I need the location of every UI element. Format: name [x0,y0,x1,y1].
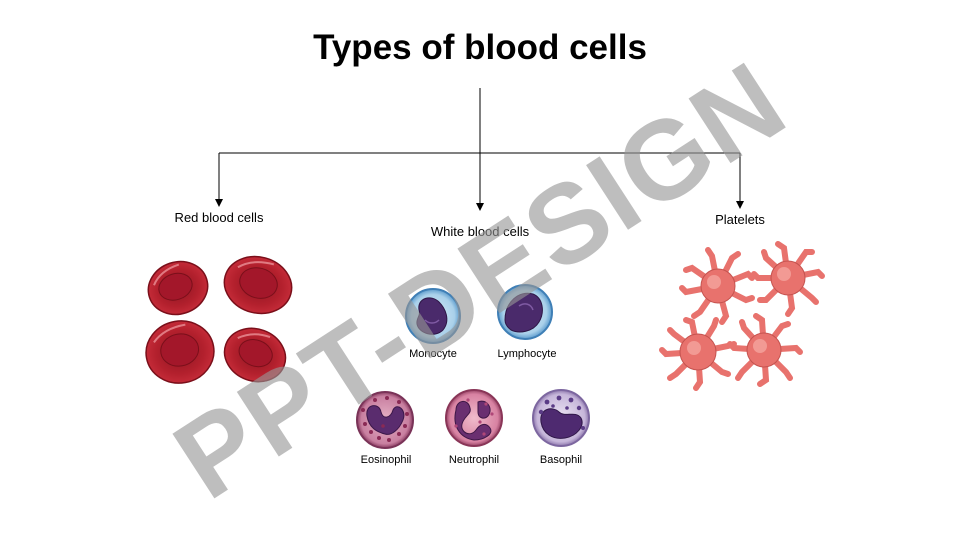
lymphocyte-cell [497,284,553,340]
white-blood-cells-label: White blood cells [430,224,530,239]
platelet [727,313,803,387]
monocyte-label: Monocyte [409,348,457,360]
monocyte-cell [405,288,461,344]
red-blood-cell [223,327,287,383]
page-title: Types of blood cells [313,28,647,67]
red-blood-cell [223,255,293,315]
neutrophil-cell [445,389,503,447]
eosinophil-cell [356,391,414,449]
eosinophil-label: Eosinophil [360,454,412,466]
lymphocyte-label: Lymphocyte [497,348,557,360]
basophil-cell [532,389,590,447]
platelet [679,247,755,325]
basophil-label: Basophil [539,454,583,466]
platelets-label: Platelets [715,212,765,227]
red-blood-cells-illustration [145,255,293,384]
neutrophil-label: Neutrophil [448,454,500,466]
red-blood-cell [147,260,209,316]
connector-lines [215,88,744,211]
platelet [751,241,825,317]
platelets-illustration [659,241,825,391]
red-blood-cell [145,320,215,384]
red-blood-cells-label: Red blood cells [174,210,264,225]
platelet [659,317,737,391]
